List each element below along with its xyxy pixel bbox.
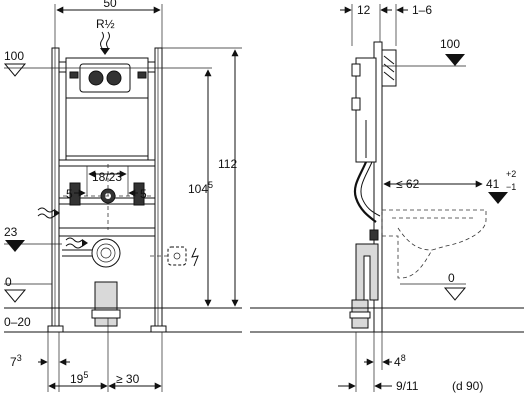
frame-left-post: [51, 47, 60, 333]
water-supply-icon-upper: [37, 207, 60, 219]
bottom-73-label: 73: [10, 353, 22, 369]
bottom-195-label: 195: [70, 370, 88, 386]
center-spacing-label: 18/23: [92, 170, 122, 184]
offset-left-label: 5: [66, 187, 73, 201]
pipe-size-label: 9/11: [396, 379, 419, 393]
level-triangle-icon: [443, 287, 467, 301]
bottom-min-label: ≥ 30: [116, 372, 140, 386]
frame-right-post: [154, 47, 163, 333]
flush-button-right: [106, 70, 122, 86]
water-inlet-icon: [100, 31, 110, 55]
water-supply-icon-lower: [65, 237, 88, 249]
offset-right-label: 5: [140, 187, 147, 201]
height-112-label: 112: [218, 157, 237, 171]
connection-label: R½: [96, 17, 115, 31]
level-0-label-front: 0: [5, 275, 12, 289]
electrical-outlet-icon: [150, 246, 199, 267]
level-0-label-side: 0: [448, 271, 455, 285]
level-100-label-front: 100: [4, 49, 24, 63]
pipe-d-label: (d 90): [452, 379, 483, 393]
bowl-distance-label: ≤ 62: [396, 177, 420, 191]
level-triangle-icon: [3, 63, 27, 77]
actuator-plate: [65, 97, 149, 157]
level-triangle-filled-icon: [5, 240, 25, 252]
drain-outlet: [91, 238, 121, 268]
height-1045-label: 1045: [188, 180, 213, 196]
level-triangle-filled-icon: [488, 192, 508, 204]
side-view: 12 1–6 100 ≤ 62 41 +2: [250, 3, 524, 393]
level-100-label-side: 100: [440, 37, 460, 51]
drain-pipe: [94, 281, 118, 327]
toilet-bowl: [381, 209, 487, 279]
level-triangle-filled-icon: [445, 54, 465, 66]
level-23-label: 23: [4, 225, 18, 239]
bowl-height-label: 41: [486, 177, 500, 191]
flush-button-left: [88, 70, 104, 86]
flush-pipe: [353, 161, 377, 223]
bowl-tol-plus: +2: [506, 169, 516, 179]
bowl-tol-minus: −1: [506, 182, 516, 192]
depth-12-label: 12: [357, 3, 371, 17]
floor-range-label: 0–20: [4, 315, 31, 329]
level-triangle-icon: [3, 289, 27, 303]
width-label: 50: [103, 0, 117, 10]
depth-range-label: 1–6: [412, 3, 432, 17]
front-view: 50 R½: [3, 0, 242, 392]
bottom-48-label: 48: [394, 353, 406, 369]
